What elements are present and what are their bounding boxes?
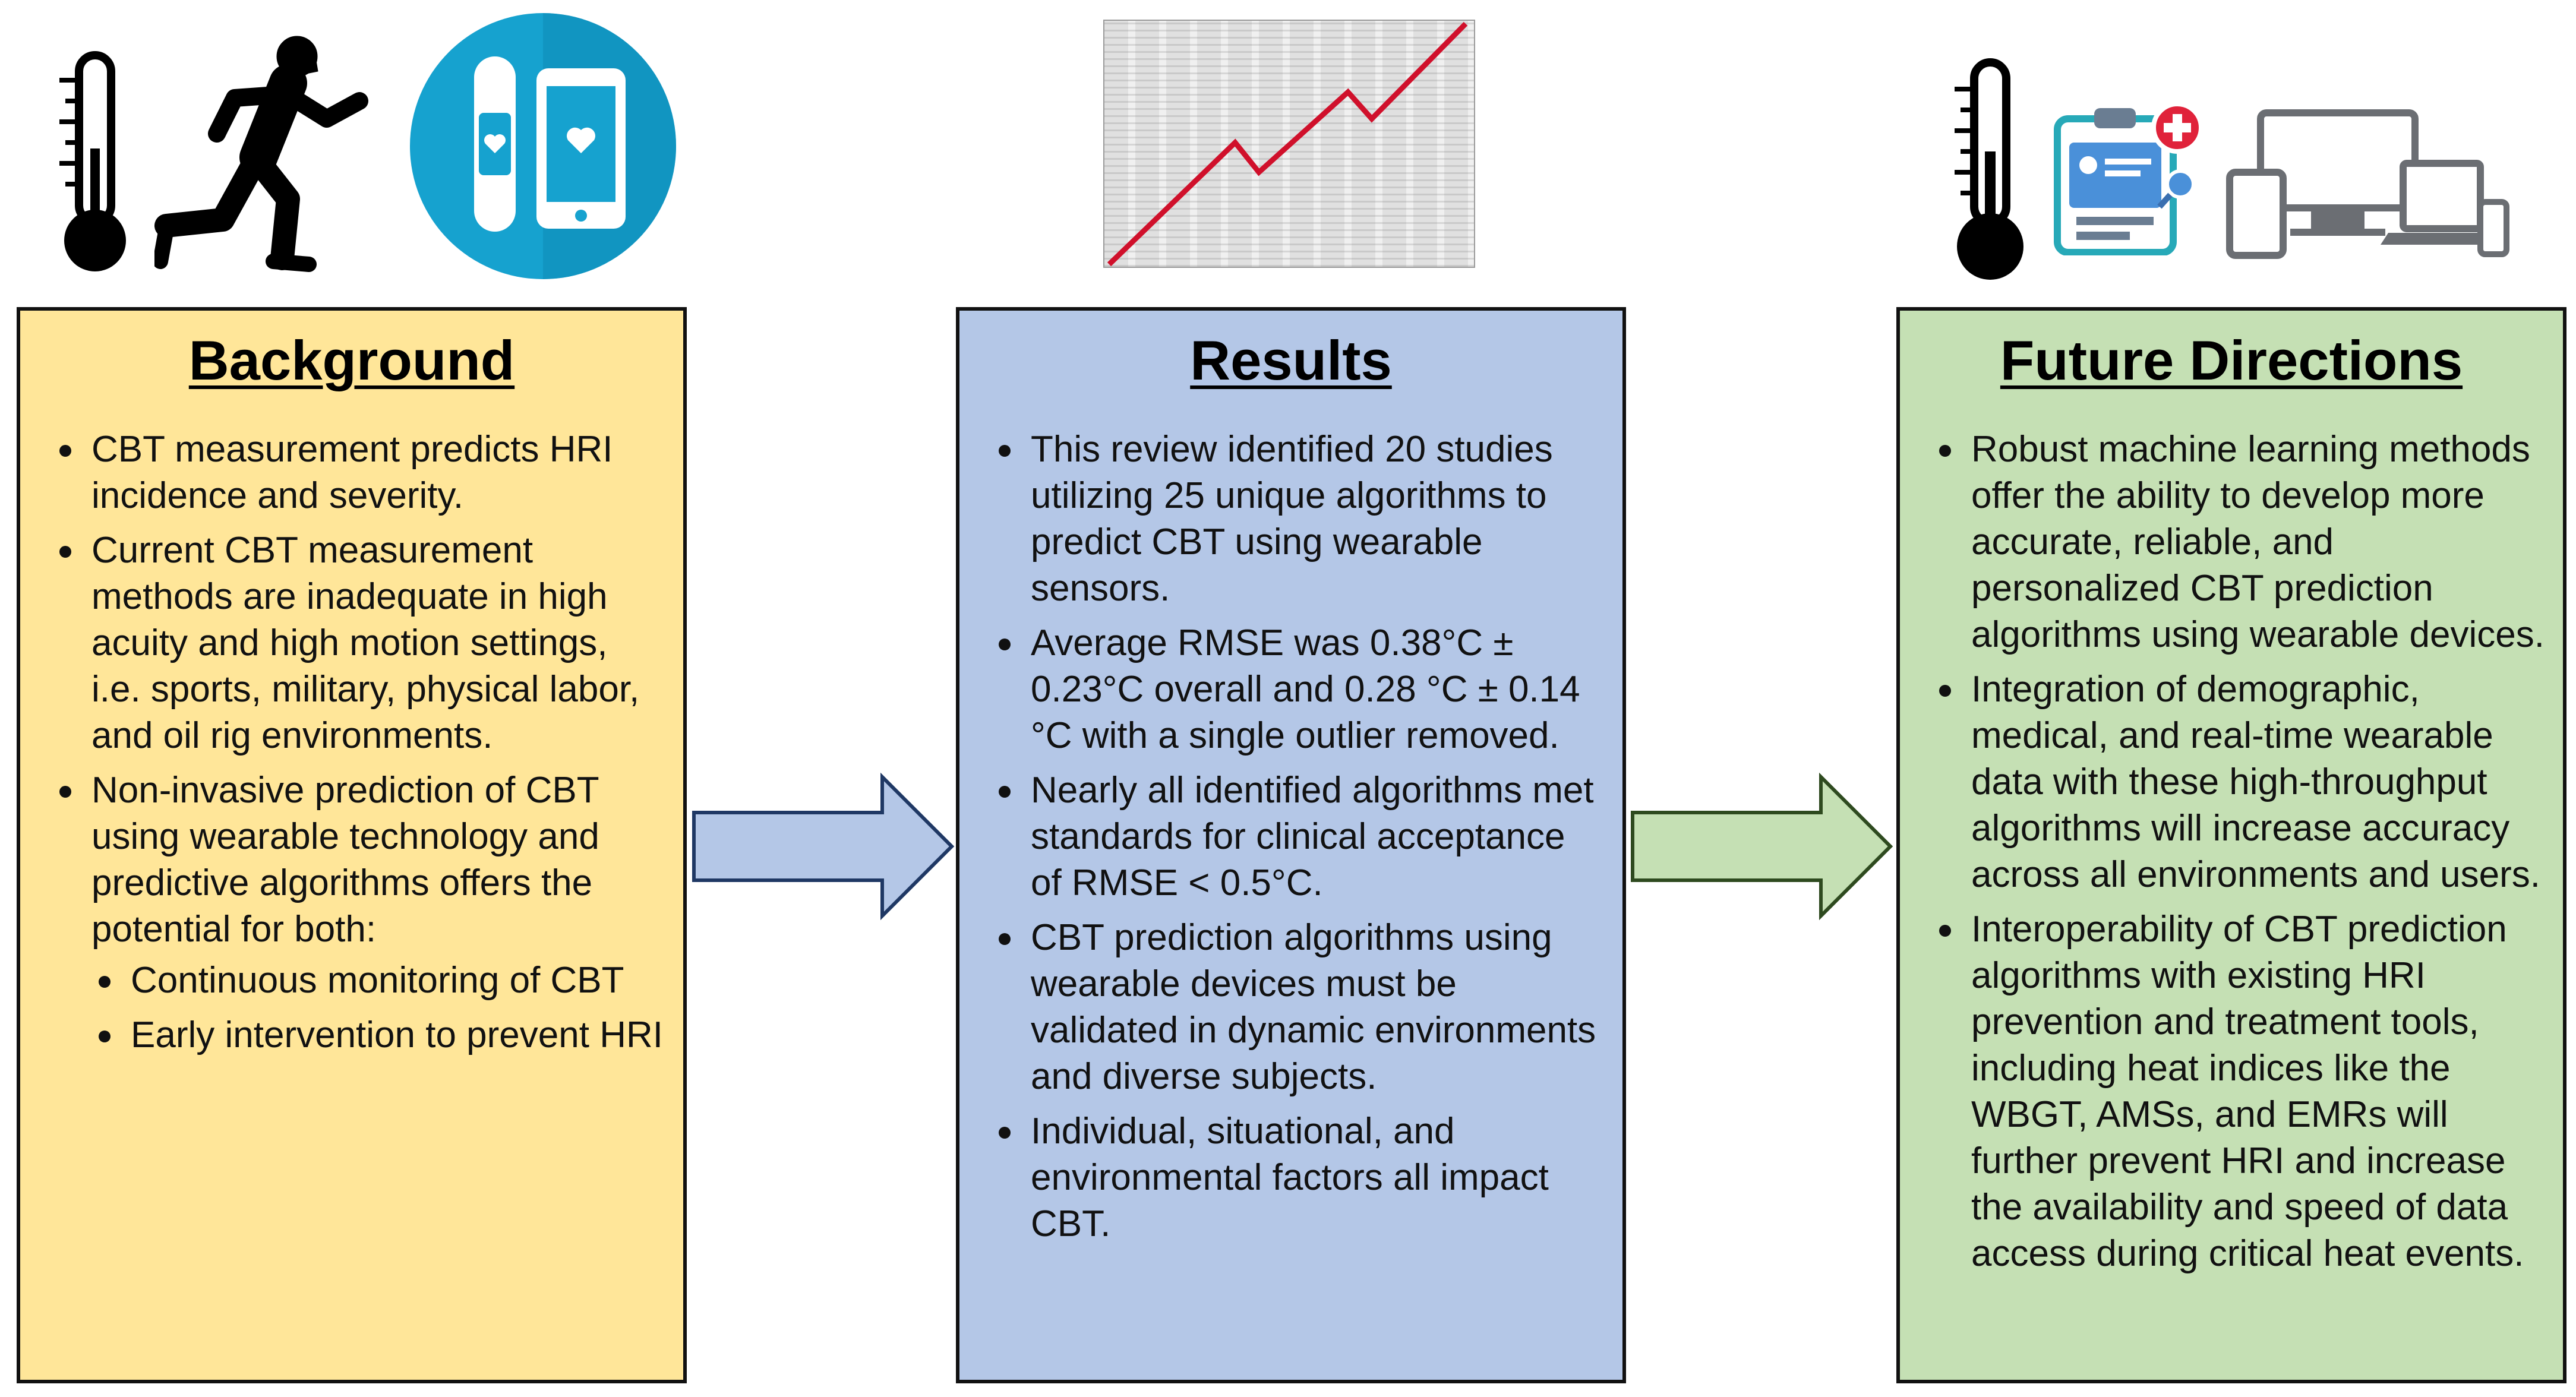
thermometer-icon [59, 51, 126, 271]
list-item: CBT prediction algorithms using wearable… [992, 915, 1605, 1100]
background-sublist: Continuous monitoring of CBT Early inter… [91, 957, 665, 1058]
list-item: Nearly all identified algorithms met sta… [992, 767, 1605, 906]
results-list: This review identified 20 studies utiliz… [992, 426, 1605, 1256]
computer-devices-icon [2226, 109, 2509, 259]
list-item: CBT measurement predicts HRI incidence a… [52, 426, 665, 519]
list-item: Robust machine learning methods offer th… [1932, 426, 2545, 658]
medical-record-icon [2054, 102, 2204, 255]
list-item: Average RMSE was 0.38°C ± 0.23°C overall… [992, 620, 1605, 759]
results-panel: Results This review identified 20 studie… [956, 307, 1626, 1383]
list-item-text: Non-invasive prediction of CBT using wea… [91, 770, 599, 950]
results-title: Results [1190, 329, 1392, 391]
list-item: Interoperability of CBT prediction algor… [1932, 906, 2545, 1277]
wearable-devices-icon [410, 13, 676, 279]
background-list: CBT measurement predicts HRI incidence a… [52, 426, 665, 1067]
sublist-item: Continuous monitoring of CBT [91, 957, 665, 1004]
list-item: This review identified 20 studies utiliz… [992, 426, 1605, 612]
sublist-item: Early intervention to prevent HRI [91, 1012, 665, 1058]
runner-icon [154, 36, 368, 272]
future-directions-title: Future Directions [2000, 329, 2463, 391]
future-list: Robust machine learning methods offer th… [1932, 426, 2545, 1285]
background-panel: Background CBT measurement predicts HRI … [17, 307, 687, 1383]
list-item: Integration of demographic, medical, and… [1932, 666, 2545, 898]
arrow-right-icon [692, 772, 955, 921]
list-item: Current CBT measurement methods are inad… [52, 527, 665, 759]
background-title: Background [188, 329, 515, 391]
future-directions-panel: Future Directions Robust machine learnin… [1896, 307, 2566, 1383]
list-item: Individual, situational, and environment… [992, 1108, 1605, 1247]
thermometer-icon [1955, 58, 2023, 280]
arrow-right-icon [1631, 772, 1893, 921]
list-item: Non-invasive prediction of CBT using wea… [52, 767, 665, 1058]
stock-chart-image [1103, 20, 1475, 268]
